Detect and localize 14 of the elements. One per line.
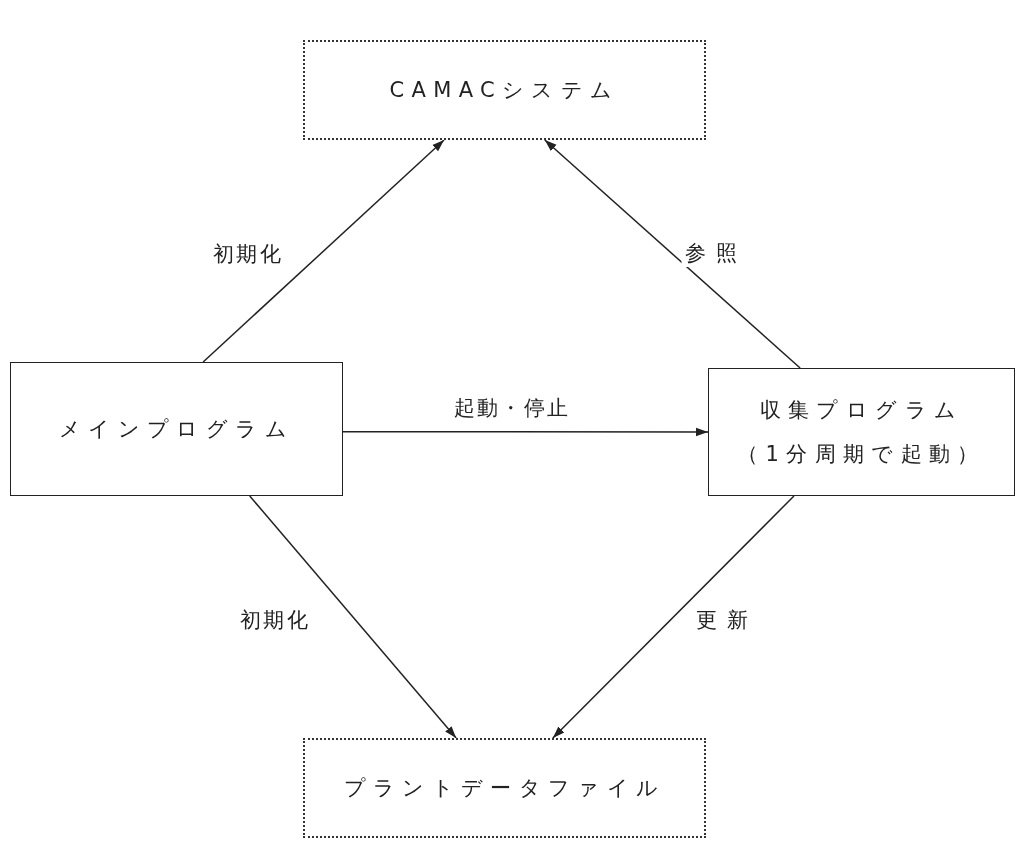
box-label: （1分周期で起動）	[737, 441, 986, 468]
program-box	[708, 368, 1015, 496]
box-label: CAMACシステム	[389, 77, 620, 104]
arrow	[249, 495, 457, 739]
arrow	[552, 495, 795, 739]
box-label: プラントデータファイル	[343, 775, 666, 802]
program-box	[10, 362, 343, 496]
arrow	[544, 139, 801, 369]
box-label: 収集プログラム	[759, 397, 964, 424]
system-box	[303, 738, 706, 838]
system-box	[303, 40, 706, 140]
box-label: メインプログラム	[59, 416, 294, 443]
arrow	[202, 139, 445, 363]
arrow	[342, 427, 709, 437]
